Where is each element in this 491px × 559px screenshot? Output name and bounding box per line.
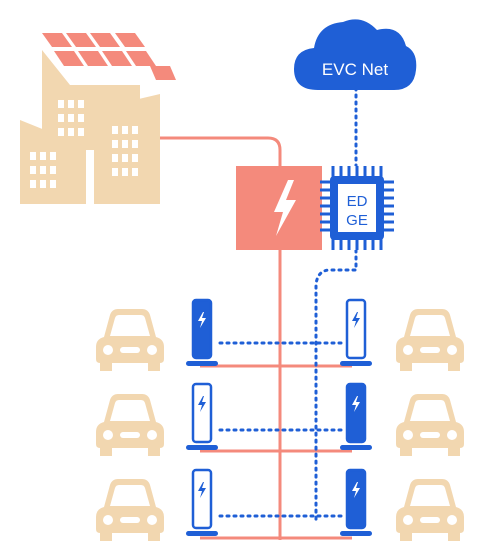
cloud-label: EVC Net	[322, 60, 388, 79]
chargers	[186, 298, 372, 536]
power-box	[236, 166, 322, 250]
car-icon	[396, 394, 464, 456]
edge-chip: ED GE	[320, 166, 394, 250]
charger-right-1	[340, 298, 372, 366]
car-icon	[96, 479, 164, 541]
charger-left-2	[186, 382, 218, 450]
building-icon	[20, 33, 176, 204]
edge-label-line2: GE	[346, 212, 368, 229]
charger-left-1	[186, 298, 218, 366]
charger-right-2	[340, 382, 372, 450]
car-icon	[396, 309, 464, 371]
power-lines	[160, 136, 352, 540]
evc-net-cloud: EVC Net	[294, 19, 417, 90]
charger-left-3	[186, 468, 218, 536]
car-icon	[396, 479, 464, 541]
data-lines	[218, 86, 358, 522]
car-icon	[96, 309, 164, 371]
lightning-bolt-icon	[274, 180, 296, 236]
edge-label-line1: ED	[347, 193, 368, 210]
charger-right-3	[340, 468, 372, 536]
car-icon	[96, 394, 164, 456]
